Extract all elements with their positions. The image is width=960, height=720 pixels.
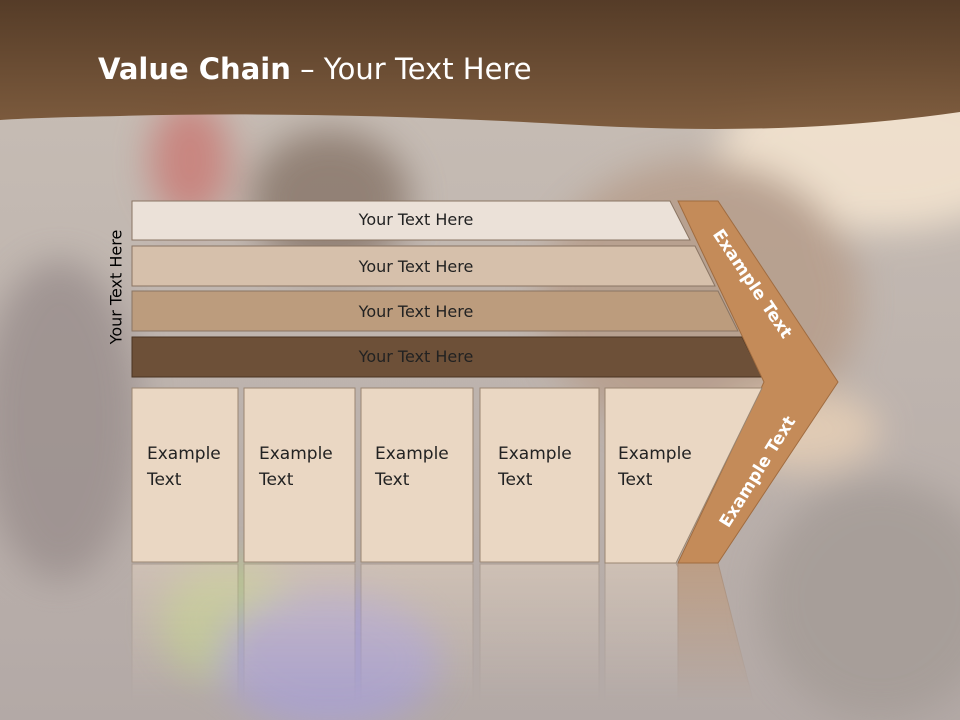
primary-box-3: Example Text [360,387,474,563]
primary-box-5-line1: Example [618,444,692,464]
primary-box-4: Example Text [479,387,600,563]
support-bar-1: Your Text Here [131,200,691,241]
primary-box-2-line2: Text [258,470,294,490]
support-bar-2: Your Text Here [131,245,716,287]
primary-box-5-line2: Text [617,470,653,490]
title-rest: – Your Text Here [290,52,532,86]
primary-box-5: Example Text [604,387,763,564]
primary-box-4-line1: Example [498,444,572,464]
primary-box-3-line1: Example [375,444,449,464]
primary-box-1: Example Text [131,387,239,563]
reflection [131,562,759,720]
support-bar-2-label: Your Text Here [358,257,474,276]
support-bar-1-label: Your Text Here [358,210,474,229]
support-bar-4: Your Text Here [131,336,763,378]
title-bold: Value Chain [98,52,291,86]
support-activities: Your Text Here Your Text Here Your Text … [131,200,763,378]
primary-box-4-line2: Text [497,470,533,490]
slide-title: Value Chain – Your Text Here [98,52,532,86]
primary-box-1-line2: Text [146,470,182,490]
header-band [0,0,960,129]
primary-activities: Example Text Example Text Example Text E… [131,387,763,564]
primary-box-2-line1: Example [259,444,333,464]
support-bar-3-label: Your Text Here [358,302,474,321]
primary-box-3-line2: Text [374,470,410,490]
primary-box-2: Example Text [243,387,356,563]
support-bar-4-label: Your Text Here [358,347,474,366]
support-bar-3: Your Text Here [131,290,739,332]
primary-box-1-line1: Example [147,444,221,464]
